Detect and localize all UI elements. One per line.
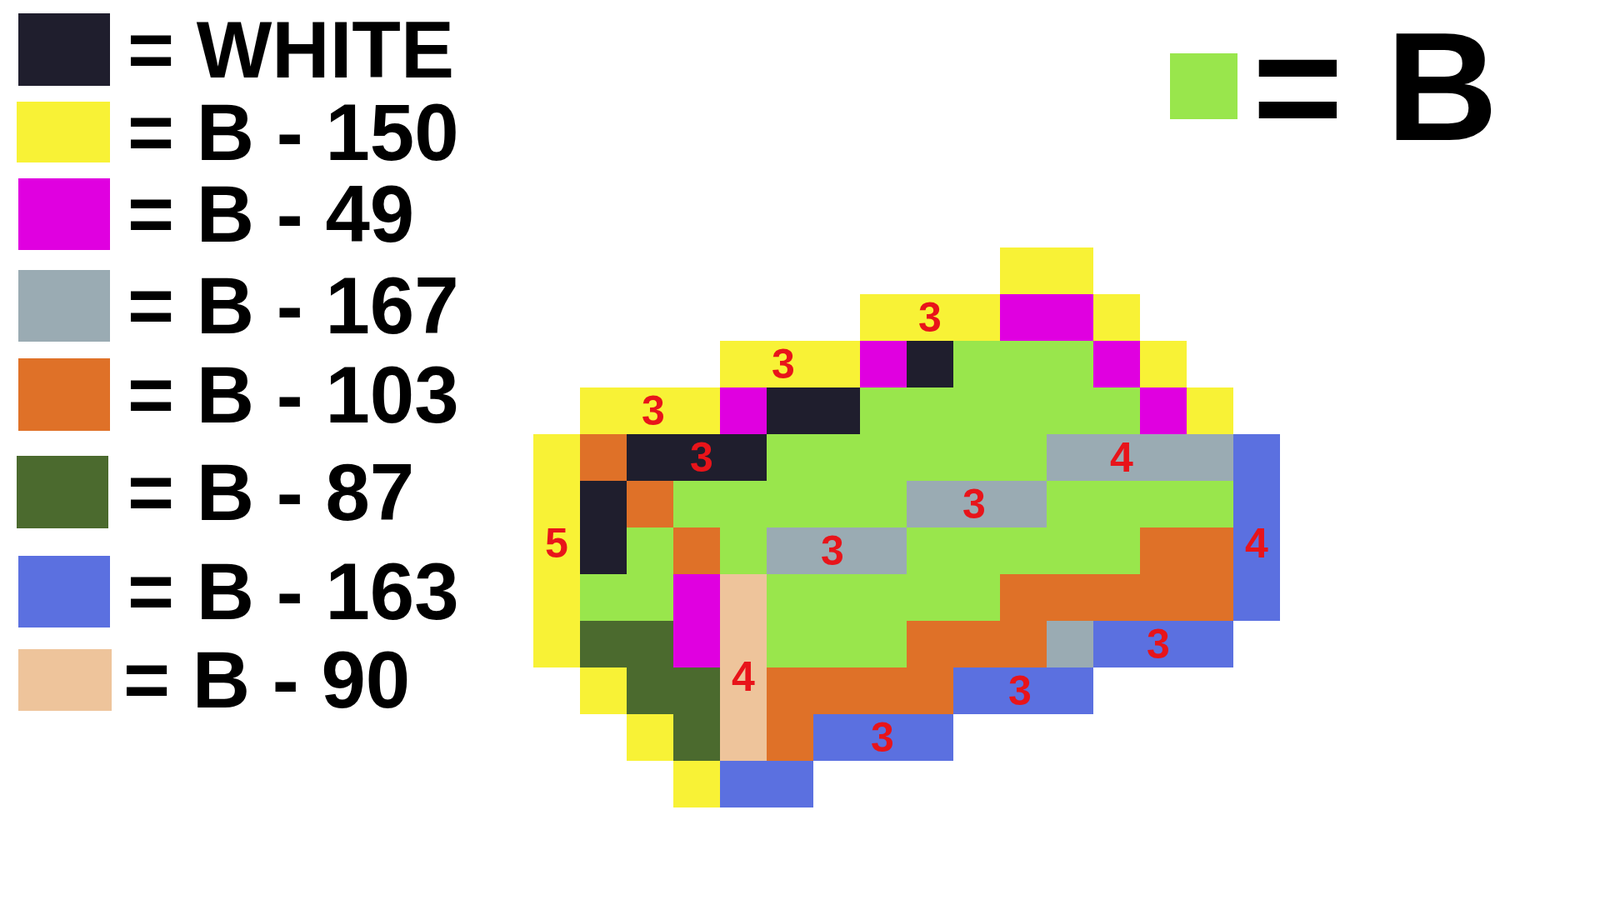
legend-entry: = B - 87 (16, 455, 415, 529)
legend-swatch (18, 649, 112, 711)
legend-text: = B - 87 (127, 452, 415, 533)
legend-entry: = B - 90 (18, 649, 410, 711)
legend-text: = B - 150 (127, 92, 460, 173)
legend-swatch (1170, 53, 1238, 120)
legend-swatch (18, 358, 110, 431)
callout-wrap: 3 (870, 716, 895, 759)
legend-entry: = B - 150 (16, 101, 460, 163)
callout-number: 3 (641, 387, 665, 435)
callout-wrap: 4 (731, 655, 755, 698)
callout-number: 3 (1146, 620, 1170, 668)
callout-wrap: 3 (962, 483, 986, 525)
callout-number: 4 (1110, 434, 1134, 481)
legend-entry: = WHITE (18, 13, 455, 86)
callout-wrap: 3 (1146, 623, 1170, 665)
legend-swatch (18, 270, 110, 342)
legend-text: = B - 49 (127, 174, 415, 255)
legend-text: = WHITE (127, 10, 455, 90)
callout-number: 5 (545, 520, 569, 567)
callout-wrap: 3 (820, 530, 845, 572)
legend-entry: = B - 103 (18, 358, 460, 431)
legend-entry: = B - 167 (18, 270, 460, 342)
pixel-grid (533, 247, 1280, 808)
callout-number: 3 (690, 434, 714, 481)
legend-entry: = B (1170, 53, 1499, 120)
legend-entry: = B - 163 (18, 555, 460, 628)
callout-wrap: 3 (690, 436, 714, 479)
callout-number: 3 (918, 294, 942, 341)
callout-number: 3 (1008, 667, 1032, 715)
legend-text: = B - 103 (127, 355, 460, 435)
callout-wrap: 5 (545, 522, 569, 565)
callout-wrap: 3 (771, 343, 795, 385)
legend-text: = B - 167 (127, 265, 460, 346)
callout-number: 3 (962, 480, 986, 528)
callout-wrap: 3 (641, 390, 665, 432)
callout-number: 3 (771, 340, 795, 388)
callout-number: 4 (1245, 520, 1269, 567)
callout-number: 3 (870, 714, 895, 761)
callout-number: 4 (731, 653, 755, 700)
callout-wrap: 3 (918, 296, 942, 339)
legend-swatch (18, 555, 110, 628)
legend-text: = B - 90 (123, 640, 410, 720)
legend-swatch (18, 178, 110, 250)
callout-wrap: 4 (1245, 522, 1269, 565)
legend-entry: = B - 49 (18, 178, 415, 250)
legend-text: = B (1252, 9, 1499, 165)
legend-swatch (16, 101, 110, 163)
callout-wrap: 4 (1110, 436, 1134, 479)
callout-wrap: 3 (1008, 670, 1032, 712)
callout-number: 3 (820, 527, 845, 575)
legend-text: = B - 163 (127, 551, 460, 632)
legend-swatch (16, 455, 109, 529)
legend-swatch (18, 13, 110, 86)
